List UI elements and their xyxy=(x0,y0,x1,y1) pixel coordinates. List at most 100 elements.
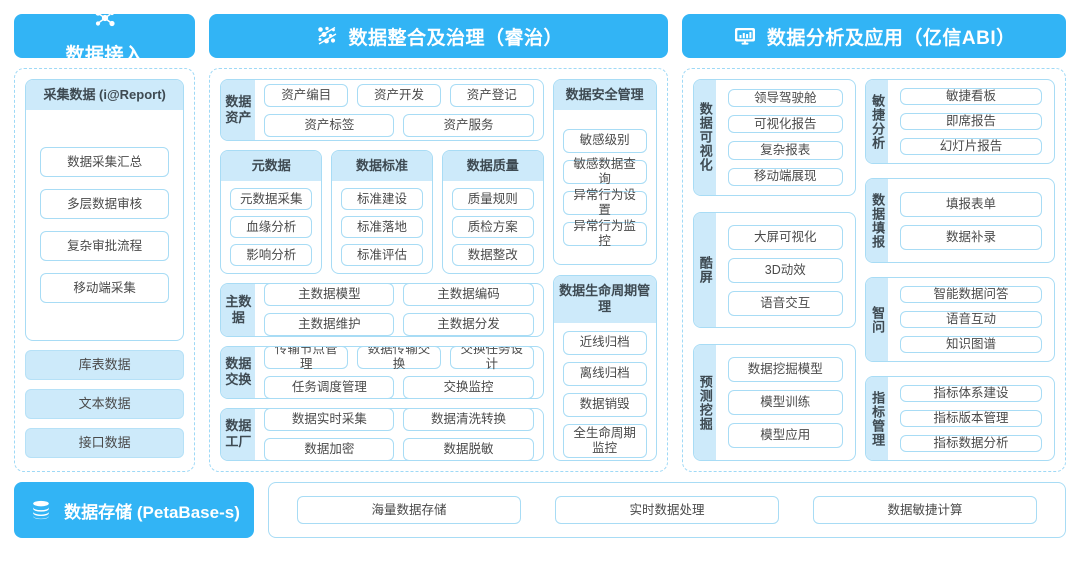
tile-metric-analysis[interactable]: 指标数据分析 xyxy=(900,435,1042,452)
tile-complex-report[interactable]: 复杂报表 xyxy=(727,141,843,160)
monitor-chart-icon xyxy=(732,23,758,49)
tile-leader-cockpit[interactable]: 领导驾驶舱 xyxy=(727,89,843,108)
hcard-metric-management: 指标管理 指标体系建设 指标版本管理 指标数据分析 xyxy=(865,376,1055,461)
tile-quality-plan[interactable]: 质检方案 xyxy=(451,216,534,239)
tile-asset-dev[interactable]: 资产开发 xyxy=(357,83,441,107)
header-label: 数据整合及治理（睿治） xyxy=(348,27,564,49)
tile-interface-data[interactable]: 接口数据 xyxy=(25,428,185,458)
tile-metric-system[interactable]: 指标体系建设 xyxy=(900,385,1042,402)
tile-data-supplement[interactable]: 数据补录 xyxy=(900,224,1042,250)
tile-asset-catalog[interactable]: 资产编目 xyxy=(264,83,349,107)
tile-smart-data-qa[interactable]: 智能数据问答 xyxy=(900,286,1042,303)
tile-master-code[interactable]: 主数据编码 xyxy=(403,284,534,307)
tile-data-transfer[interactable]: 数据传输交换 xyxy=(357,346,441,371)
hcard-smart-qa: 智问 智能数据问答 语音互动 知识图谱 xyxy=(865,277,1055,362)
hcard-label: 主数据 xyxy=(221,284,256,336)
analysis-right-group: 敏捷分析 敏捷看板 即席报告 幻灯片报告 数据填报 填报表单 数据补录 智问 xyxy=(865,79,1055,461)
tile-offline-archive[interactable]: 离线归档 xyxy=(562,361,647,386)
hcard-data-asset: 数据资产 资产编目 资产开发 资产登记 资产标签 资产服务 xyxy=(220,79,544,141)
card-data-quality: 数据质量 质量规则 质检方案 数据整改 xyxy=(441,150,544,275)
tile-knowledge-graph[interactable]: 知识图谱 xyxy=(900,336,1042,353)
hcard-row: 数据实时采集 数据清洗转换 xyxy=(264,408,534,431)
card-title: 数据生命周期管理 xyxy=(553,276,656,323)
tile-mass-storage[interactable]: 海量数据存储 xyxy=(297,496,521,524)
tile-standard-build[interactable]: 标准建设 xyxy=(341,188,423,211)
header-data-ingestion[interactable]: 数据接入 xyxy=(14,10,196,66)
tile-impact-analysis[interactable]: 影响分析 xyxy=(230,244,313,267)
tile-voice-interaction[interactable]: 语音交互 xyxy=(727,290,843,316)
hcard-body: 传输节点管理 数据传输交换 交换任务设计 任务调度管理 交换监控 xyxy=(255,346,542,398)
tile-data-cleansing[interactable]: 数据清洗转换 xyxy=(403,408,534,431)
tile-master-model[interactable]: 主数据模型 xyxy=(264,284,395,307)
tile-sensitivity-level[interactable]: 敏感级别 xyxy=(562,128,647,153)
governance-trio: 元数据 元数据采集 血缘分析 影响分析 数据标准 标准建设 标准落地 标准评估 xyxy=(220,150,544,275)
tile-3d-effects[interactable]: 3D动效 xyxy=(727,257,843,283)
hcard-row: 资产编目 资产开发 资产登记 xyxy=(264,83,534,107)
tile-standard-landing[interactable]: 标准落地 xyxy=(341,216,423,239)
governance-main-group: 数据资产 资产编目 资产开发 资产登记 资产标签 资产服务 xyxy=(220,79,544,461)
tile-metadata-collect[interactable]: 元数据采集 xyxy=(230,188,313,211)
tile-slide-report[interactable]: 幻灯片报告 xyxy=(900,138,1042,155)
tile-metric-version[interactable]: 指标版本管理 xyxy=(900,410,1042,427)
tile-model-application[interactable]: 模型应用 xyxy=(727,423,843,449)
tile-multilevel-audit[interactable]: 多层数据审核 xyxy=(40,189,170,220)
tile-asset-tag[interactable]: 资产标签 xyxy=(264,113,395,137)
tile-exchange-monitor[interactable]: 交换监控 xyxy=(403,375,534,398)
tile-lineage-analysis[interactable]: 血缘分析 xyxy=(230,216,313,239)
hcard-body: 大屏可视化 3D动效 语音交互 xyxy=(716,213,855,328)
tile-collect-summary[interactable]: 数据采集汇总 xyxy=(40,147,170,178)
tile-exchange-task-design[interactable]: 交换任务设计 xyxy=(449,346,534,371)
tile-large-screen[interactable]: 大屏可视化 xyxy=(727,224,843,250)
storage-header[interactable]: 数据存储 (PetaBase-s) xyxy=(14,482,254,538)
hcard-body: 敏捷看板 即席报告 幻灯片报告 xyxy=(888,80,1054,163)
tile-approval-flow[interactable]: 复杂审批流程 xyxy=(40,231,170,262)
storage-items: 海量数据存储 实时数据处理 数据敏捷计算 xyxy=(268,482,1066,538)
tile-asset-registry[interactable]: 资产登记 xyxy=(449,83,534,107)
tile-master-distribute[interactable]: 主数据分发 xyxy=(403,313,534,336)
hcard-body: 数据挖掘模型 模型训练 模型应用 xyxy=(716,345,855,460)
tile-anomaly-monitor[interactable]: 异常行为监控 xyxy=(562,219,647,248)
tile-quality-rule[interactable]: 质量规则 xyxy=(451,188,534,211)
tile-realtime-processing[interactable]: 实时数据处理 xyxy=(555,496,779,524)
tile-task-schedule[interactable]: 任务调度管理 xyxy=(264,375,395,398)
tile-data-rectify[interactable]: 数据整改 xyxy=(451,244,534,267)
tile-realtime-collect[interactable]: 数据实时采集 xyxy=(264,408,395,431)
tile-anomaly-setting[interactable]: 异常行为设置 xyxy=(562,188,647,217)
hcard-label: 预测挖掘 xyxy=(693,345,716,461)
tile-nearline-archive[interactable]: 近线归档 xyxy=(562,330,647,355)
tile-adhoc-report[interactable]: 即席报告 xyxy=(900,113,1042,130)
hcard-row: 主数据模型 主数据编码 xyxy=(264,284,534,307)
database-stack-icon xyxy=(28,497,54,523)
storage-row: 数据存储 (PetaBase-s) 海量数据存储 实时数据处理 数据敏捷计算 xyxy=(14,482,1066,538)
tile-visual-report[interactable]: 可视化报告 xyxy=(727,115,843,134)
hcard-predictive-mining: 预测挖掘 数据挖掘模型 模型训练 模型应用 xyxy=(692,344,856,462)
tile-voice-dialog[interactable]: 语音互动 xyxy=(900,311,1042,328)
tile-asset-service[interactable]: 资产服务 xyxy=(403,113,534,137)
tile-standard-eval[interactable]: 标准评估 xyxy=(341,244,423,267)
tile-sensitive-query[interactable]: 敏感数据查询 xyxy=(562,157,647,186)
tile-model-training[interactable]: 模型训练 xyxy=(727,390,843,416)
tile-data-masking[interactable]: 数据脱敏 xyxy=(403,437,534,460)
tile-lifecycle-monitor[interactable]: 全生命周期监控 xyxy=(562,423,647,458)
card-title: 数据质量 xyxy=(442,151,543,182)
tile-data-encrypt[interactable]: 数据加密 xyxy=(264,437,395,460)
tile-table-data[interactable]: 库表数据 xyxy=(25,350,185,380)
card-title: 数据标准 xyxy=(332,151,432,182)
hcard-label: 数据工厂 xyxy=(221,408,256,460)
card-data-security: 数据安全管理 敏感级别 敏感数据查询 异常行为设置 异常行为监控 xyxy=(552,79,657,265)
tile-transfer-node[interactable]: 传输节点管理 xyxy=(264,346,349,371)
header-data-governance[interactable]: 数据整合及治理（睿治） xyxy=(209,14,668,58)
tile-data-destroy[interactable]: 数据销毁 xyxy=(562,392,647,417)
header-label: 数据分析及应用（亿信ABI） xyxy=(766,27,1016,49)
tile-agile-computing[interactable]: 数据敏捷计算 xyxy=(813,496,1037,524)
hcard-row: 主数据维护 主数据分发 xyxy=(264,313,534,336)
header-data-analysis[interactable]: 数据分析及应用（亿信ABI） xyxy=(681,14,1066,58)
tile-mobile-collect[interactable]: 移动端采集 xyxy=(40,273,170,304)
tile-fill-form[interactable]: 填报表单 xyxy=(900,191,1042,217)
tile-master-maintain[interactable]: 主数据维护 xyxy=(264,313,395,336)
tile-mining-model[interactable]: 数据挖掘模型 xyxy=(727,357,843,383)
tile-mobile-display[interactable]: 移动端展现 xyxy=(727,167,843,186)
hcard-label: 数据可视化 xyxy=(693,80,716,195)
tile-agile-dashboard[interactable]: 敏捷看板 xyxy=(900,88,1042,105)
tile-text-data[interactable]: 文本数据 xyxy=(25,389,185,419)
